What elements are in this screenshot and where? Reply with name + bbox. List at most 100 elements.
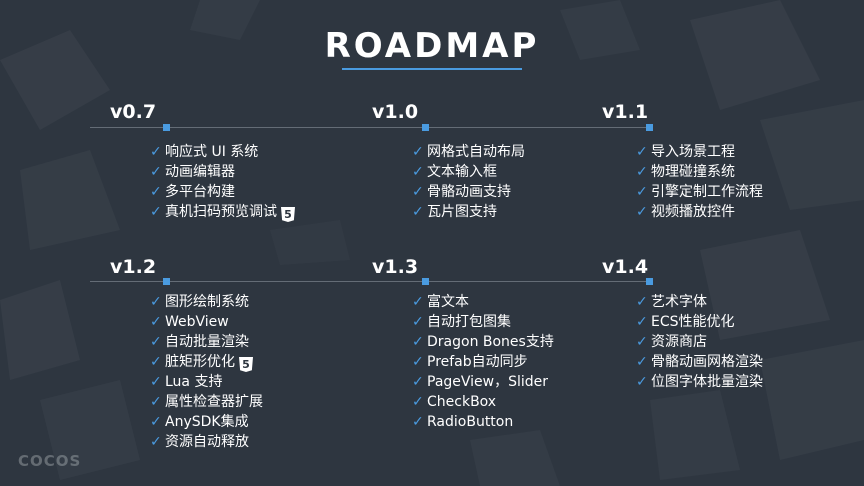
feature-item: ✓骨骼动画网格渲染 <box>636 352 763 372</box>
feature-text: 网格式自动布局 <box>427 144 525 160</box>
check-icon: ✓ <box>150 144 162 160</box>
feature-text: ECS性能优化 <box>651 314 735 330</box>
timeline-dot <box>422 278 429 285</box>
check-icon: ✓ <box>150 394 162 410</box>
feature-text: 自动打包图集 <box>427 314 511 330</box>
feature-text: 属性检查器扩展 <box>165 394 263 410</box>
feature-item: ✓富文本 <box>412 292 554 312</box>
timeline-dot <box>646 278 653 285</box>
version-label-v1.3: v1.3 <box>372 256 419 278</box>
feature-item: ✓物理碰撞系统 <box>636 162 763 182</box>
feature-item: ✓瓦片图支持 <box>412 202 525 222</box>
feature-item: ✓响应式 UI 系统 <box>150 142 295 162</box>
check-icon: ✓ <box>150 314 162 330</box>
feature-text: 动画编辑器 <box>165 164 235 180</box>
check-icon: ✓ <box>636 354 648 370</box>
feature-item: ✓AnySDK集成 <box>150 412 263 432</box>
feature-item: ✓PageView，Slider <box>412 372 554 392</box>
check-icon: ✓ <box>412 394 424 410</box>
check-icon: ✓ <box>412 204 424 220</box>
version-label-v0.7: v0.7 <box>110 101 157 123</box>
check-icon: ✓ <box>412 354 424 370</box>
cocos-logo: COCOS <box>18 452 82 470</box>
check-icon: ✓ <box>412 144 424 160</box>
feature-text: 瓦片图支持 <box>427 204 497 220</box>
feature-text: 视频播放控件 <box>651 204 735 220</box>
version-label-v1.4: v1.4 <box>602 256 649 278</box>
check-icon: ✓ <box>150 354 162 370</box>
feature-item: ✓动画编辑器 <box>150 162 295 182</box>
feature-item: ✓文本输入框 <box>412 162 525 182</box>
feature-item: ✓导入场景工程 <box>636 142 763 162</box>
feature-text: PageView，Slider <box>427 374 549 390</box>
feature-item: ✓属性检查器扩展 <box>150 392 263 412</box>
html5-icon: 5 <box>239 357 253 372</box>
page-title: ROADMAP <box>324 26 540 66</box>
check-icon: ✓ <box>636 334 648 350</box>
feature-item: ✓Prefab自动同步 <box>412 352 554 372</box>
feature-text: 骨骼动画网格渲染 <box>651 354 763 370</box>
version-label-v1.2: v1.2 <box>110 256 157 278</box>
feature-text: 自动批量渲染 <box>165 334 249 350</box>
check-icon: ✓ <box>636 294 648 310</box>
timeline-dot <box>163 278 170 285</box>
feature-text: Lua 支持 <box>165 374 223 390</box>
check-icon: ✓ <box>150 334 162 350</box>
check-icon: ✓ <box>412 184 424 200</box>
feature-list-v1.1: ✓导入场景工程✓物理碰撞系统✓引擎定制工作流程✓视频播放控件 <box>636 142 763 222</box>
check-icon: ✓ <box>412 164 424 180</box>
feature-text: Dragon Bones支持 <box>427 334 554 350</box>
feature-item: ✓视频播放控件 <box>636 202 763 222</box>
feature-item: ✓Lua 支持 <box>150 372 263 392</box>
feature-list-v1.3: ✓富文本✓自动打包图集✓Dragon Bones支持✓Prefab自动同步✓Pa… <box>412 292 554 432</box>
timeline-dot <box>163 124 170 131</box>
check-icon: ✓ <box>636 164 648 180</box>
feature-list-v1.4: ✓艺术字体✓ECS性能优化✓资源商店✓骨骼动画网格渲染✓位图字体批量渲染 <box>636 292 763 392</box>
timeline-dot <box>422 124 429 131</box>
html5-icon: 5 <box>281 207 295 222</box>
check-icon: ✓ <box>150 414 162 430</box>
feature-text: CheckBox <box>427 394 497 410</box>
feature-text: 艺术字体 <box>651 294 707 310</box>
feature-item: ✓艺术字体 <box>636 292 763 312</box>
check-icon: ✓ <box>636 144 648 160</box>
check-icon: ✓ <box>412 314 424 330</box>
feature-item: ✓CheckBox <box>412 392 554 412</box>
feature-item: ✓WebView <box>150 312 263 332</box>
feature-text: 脏矩形优化 <box>165 354 235 370</box>
feature-text: 位图字体批量渲染 <box>651 374 763 390</box>
check-icon: ✓ <box>150 184 162 200</box>
check-icon: ✓ <box>636 204 648 220</box>
version-label-v1.0: v1.0 <box>372 101 419 123</box>
check-icon: ✓ <box>150 434 162 450</box>
feature-text: 图形绘制系统 <box>165 294 249 310</box>
feature-text: 真机扫码预览调试 <box>165 204 277 220</box>
feature-text: 富文本 <box>427 294 469 310</box>
check-icon: ✓ <box>636 184 648 200</box>
check-icon: ✓ <box>150 374 162 390</box>
feature-text: Prefab自动同步 <box>427 354 528 370</box>
feature-item: ✓位图字体批量渲染 <box>636 372 763 392</box>
timeline-row-2 <box>90 281 650 282</box>
timeline-row-1 <box>90 127 650 128</box>
feature-text: 响应式 UI 系统 <box>165 144 259 160</box>
feature-item: ✓引擎定制工作流程 <box>636 182 763 202</box>
check-icon: ✓ <box>636 314 648 330</box>
timeline-dot <box>646 124 653 131</box>
feature-text: 物理碰撞系统 <box>651 164 735 180</box>
version-label-v1.1: v1.1 <box>602 101 649 123</box>
feature-item: ✓ECS性能优化 <box>636 312 763 332</box>
feature-text: RadioButton <box>427 414 514 430</box>
feature-text: 导入场景工程 <box>651 144 735 160</box>
feature-item: ✓多平台构建 <box>150 182 295 202</box>
feature-text: 资源自动释放 <box>165 434 249 450</box>
feature-list-v1.0: ✓网格式自动布局✓文本输入框✓骨骼动画支持✓瓦片图支持 <box>412 142 525 222</box>
feature-text: 骨骼动画支持 <box>427 184 511 200</box>
feature-text: 多平台构建 <box>165 184 235 200</box>
check-icon: ✓ <box>150 164 162 180</box>
check-icon: ✓ <box>412 414 424 430</box>
feature-item: ✓自动批量渲染 <box>150 332 263 352</box>
